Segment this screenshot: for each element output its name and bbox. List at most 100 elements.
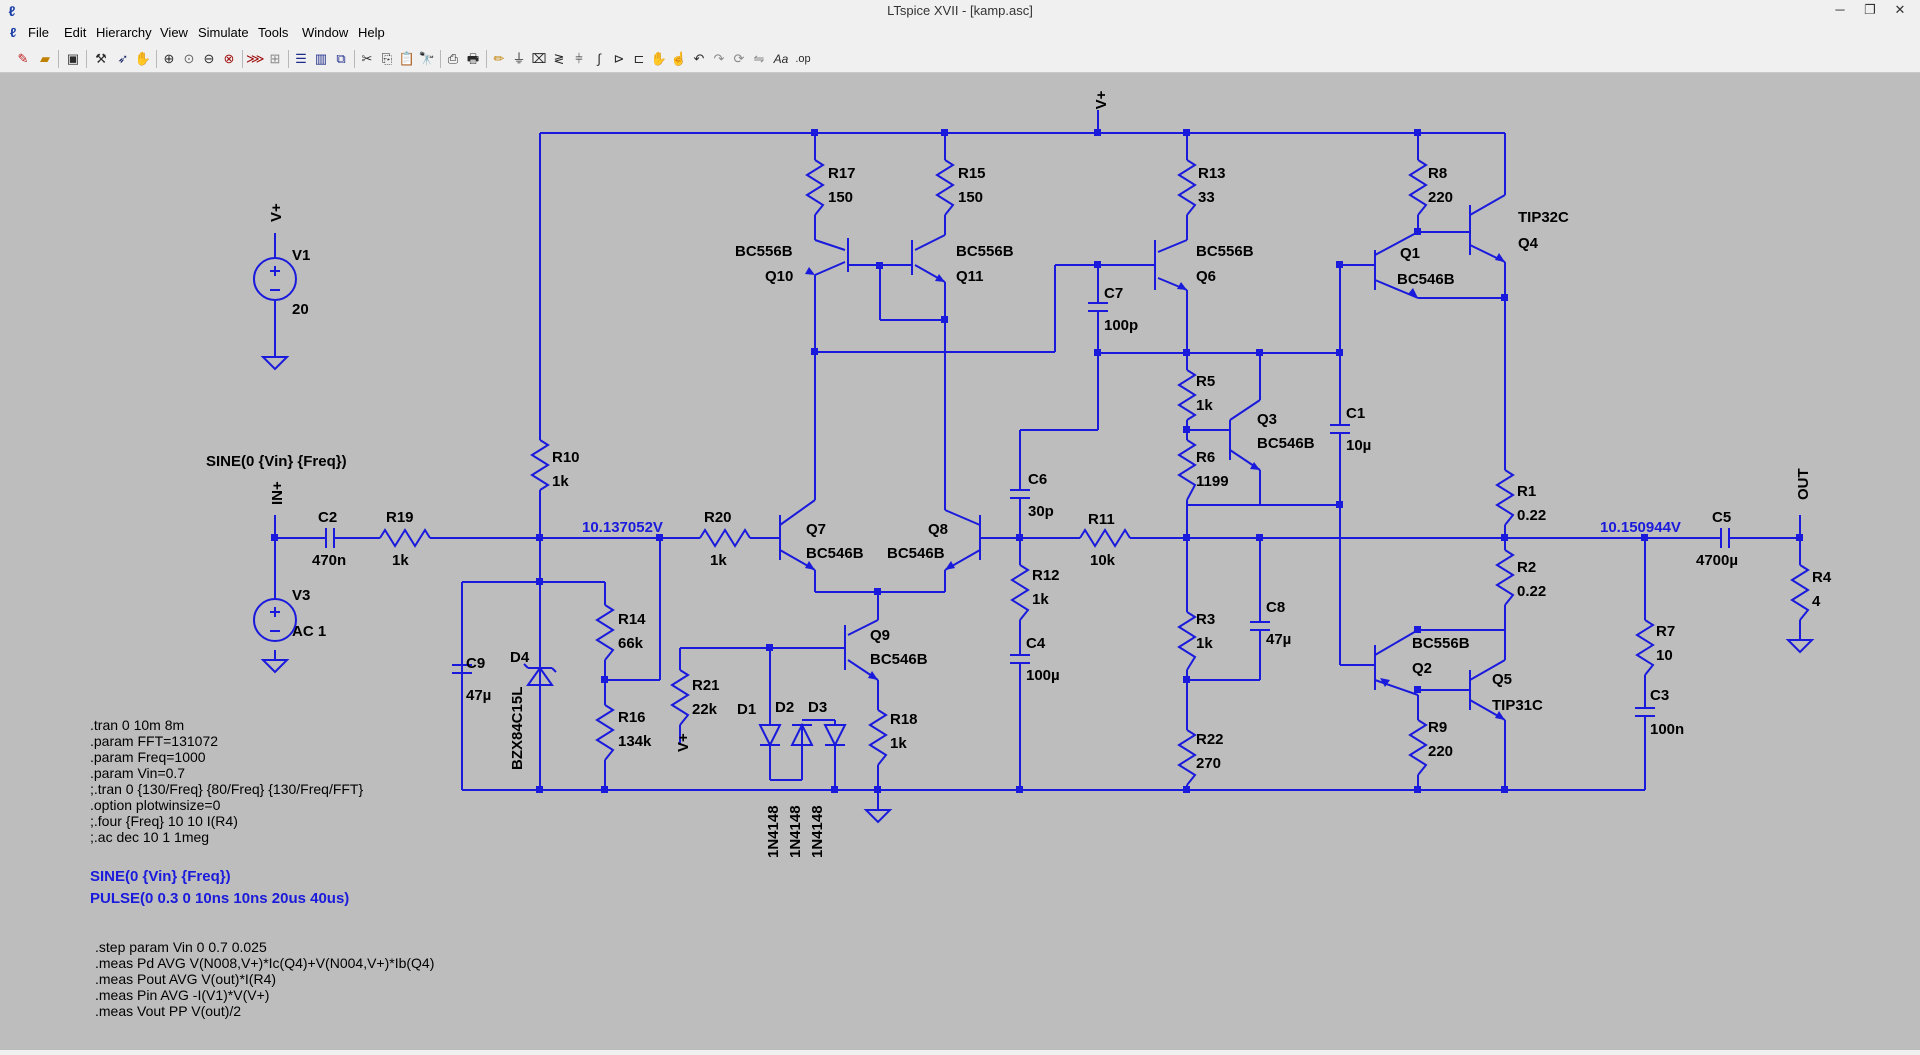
R10-value: 1k (552, 473, 569, 490)
print-preview-icon[interactable]: ⎙ (447, 51, 459, 66)
D4-model: BZX84C15L (509, 687, 526, 770)
resistor-R21 (670, 669, 690, 726)
menu-help[interactable]: Help (358, 25, 385, 40)
resistor-R19 (379, 528, 431, 548)
paste-icon[interactable]: 📋 (398, 51, 416, 66)
mirror-icon[interactable]: ⇋ (753, 51, 765, 66)
new-plot-icon[interactable]: ⊞ (269, 51, 281, 66)
new-schematic-icon[interactable]: ✎ (17, 51, 29, 66)
text-icon[interactable]: Aa (773, 52, 789, 66)
undo-icon[interactable]: ↶ (693, 51, 705, 66)
tile-vertical-icon[interactable]: ▥ (314, 51, 328, 66)
move-icon[interactable]: ✋ (650, 51, 668, 66)
resistor-R13 (1177, 159, 1197, 216)
R5-name: R5 (1196, 373, 1215, 390)
capacitors (318, 302, 1735, 717)
save-icon[interactable]: ▣ (66, 51, 80, 66)
R20-value: 1k (710, 552, 727, 569)
ground-icon (1785, 639, 1815, 654)
spice-directive-icon[interactable]: .op (795, 53, 811, 65)
menu-view[interactable]: View (160, 25, 188, 40)
cut-icon[interactable]: ✂ (361, 51, 373, 66)
resistor-R5 (1177, 369, 1197, 421)
open-icon[interactable]: ▰ (40, 51, 50, 66)
meas-directives[interactable]: .step param Vin 0 0.7 0.025 .meas Pd AVG… (95, 939, 434, 1019)
resistor-R2 (1495, 549, 1515, 606)
meas-line: .meas Pout AVG V(out)*I(R4) (95, 971, 276, 987)
find-icon[interactable]: 🔭 (418, 51, 436, 66)
redo-icon[interactable]: ↷ (713, 51, 725, 66)
C8-value: 47µ (1266, 631, 1291, 648)
menu-hierarchy[interactable]: Hierarchy (96, 25, 152, 40)
voltage-source-V3 (253, 598, 297, 642)
spice-directives[interactable]: .tran 0 10m 8m .param FFT=131072 .param … (90, 717, 363, 845)
capacitor-C8 (1250, 621, 1270, 631)
window-title: LTspice XVII - [kamp.asc] (887, 3, 1033, 18)
minimize-icon[interactable]: ─ (1835, 2, 1845, 17)
copy-icon[interactable]: ⎘ (381, 51, 393, 66)
ground-icon[interactable]: ⏚ (512, 51, 526, 66)
resistor-R20 (699, 528, 751, 548)
cascade-icon[interactable]: ⧉ (336, 51, 346, 66)
Q7-model: BC546B (806, 545, 864, 562)
zoom-cancel-icon[interactable]: ⊗ (223, 51, 235, 66)
net-label-vplus: V+ (1093, 90, 1110, 109)
zoom-area-icon[interactable]: ⊙ (183, 51, 195, 66)
component-icon[interactable]: ⊏ (633, 51, 645, 66)
menu-file[interactable]: File (28, 25, 49, 40)
Q9-name: Q9 (870, 627, 890, 644)
drag-icon[interactable]: ☝ (670, 51, 688, 66)
menu-simulate[interactable]: Simulate (198, 25, 249, 40)
C6-name: C6 (1028, 471, 1047, 488)
menu-edit[interactable]: Edit (64, 25, 87, 40)
resistor-R17 (805, 159, 825, 216)
zoom-out-icon[interactable]: ⊖ (203, 51, 215, 66)
resistor-R14 (595, 604, 615, 661)
Q8-name: Q8 (928, 521, 948, 538)
comment-block[interactable]: SINE(0 {Vin} {Freq}) PULSE(0 0.3 0 10ns … (90, 868, 349, 907)
menu-bar: ℓ File Edit Hierarchy View Simulate Tool… (0, 22, 1920, 64)
ground-icon (260, 356, 290, 371)
zoom-in-icon[interactable]: ⊕ (163, 51, 175, 66)
Q1-model: BC546B (1397, 271, 1455, 288)
close-icon[interactable]: ✕ (1894, 2, 1906, 17)
label-icon[interactable]: ⌧ (531, 51, 547, 66)
schematic-canvas[interactable]: V+ V+ IN+ OUT V+ R17 150 R15 150 R13 33 … (0, 73, 1920, 1050)
meas-line: .meas Pd AVG V(N008,V+)*Ic(Q4)+V(N004,V+… (95, 955, 434, 971)
halt-icon[interactable]: ✋ (134, 51, 152, 66)
capacitor-icon[interactable]: ⫩ (575, 51, 583, 66)
diode-icon[interactable]: ⊳ (613, 51, 625, 66)
R8-name: R8 (1428, 165, 1447, 182)
Q6-name: Q6 (1196, 268, 1216, 285)
directive-line: ;.ac dec 10 1 1meg (90, 829, 209, 845)
menu-window[interactable]: Window (302, 25, 349, 40)
menu-tools[interactable]: Tools (258, 25, 289, 40)
autorange-icon[interactable]: ⋙ (246, 51, 265, 66)
R9-name: R9 (1428, 719, 1447, 736)
R13-value: 33 (1198, 189, 1215, 206)
rotate-icon[interactable]: ⟳ (733, 51, 745, 66)
C9-value: 47µ (466, 687, 491, 704)
R16-name: R16 (618, 709, 646, 726)
print-icon[interactable]: 🖶 (466, 51, 480, 66)
net-label-inplus: IN+ (269, 481, 286, 505)
document-icon[interactable]: ℓ (10, 25, 17, 40)
V3-value: AC 1 (292, 623, 326, 640)
meas-line: .meas Pin AVG -I(V1)*V(V+) (95, 987, 269, 1003)
wire-icon[interactable]: ✏ (493, 51, 505, 66)
R11-name: R11 (1088, 511, 1115, 528)
tile-horizontal-icon[interactable]: ☰ (295, 51, 307, 66)
run-icon[interactable]: ➶ (117, 51, 129, 66)
C1-name: C1 (1346, 405, 1365, 422)
control-panel-icon[interactable]: ⚒ (95, 51, 107, 66)
ltspice-logo-icon[interactable]: ℓ (8, 3, 16, 19)
R1-name: R1 (1517, 483, 1536, 500)
inductor-icon[interactable]: ∫ (597, 51, 601, 66)
C7-value: 100p (1104, 317, 1138, 334)
Q1-name: Q1 (1400, 245, 1420, 262)
source-spec-label: SINE(0 {Vin} {Freq}) (206, 453, 347, 470)
diode-D4 (523, 663, 557, 686)
restore-icon[interactable]: ❐ (1864, 2, 1876, 17)
R16-value: 134k (618, 733, 652, 750)
resistor-icon[interactable]: ≷ (553, 51, 565, 66)
